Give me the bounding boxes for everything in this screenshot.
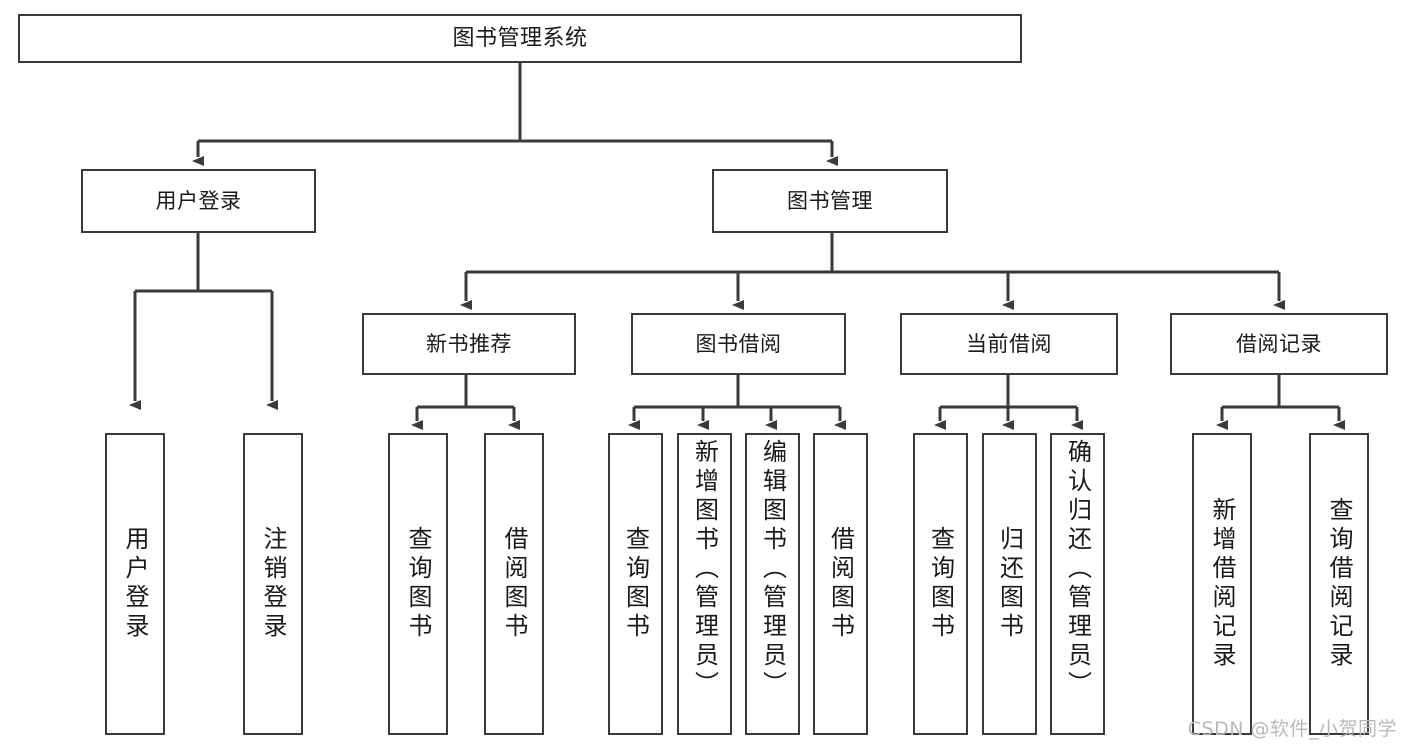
leaf-add-borrow-record[interactable]: 新增借阅记录 (1192, 433, 1252, 735)
node-label: 图书管理系统 (452, 25, 588, 51)
node-label: 查询图书 (621, 526, 650, 642)
node-book-management[interactable]: 图书管理 (712, 169, 948, 233)
watermark-text: CSDN @软件_小贺同学 (1187, 718, 1397, 740)
node-label: 图书管理 (787, 188, 873, 213)
node-label: 借阅记录 (1236, 331, 1322, 356)
leaf-edit-book-admin[interactable]: 编辑图书（管理员） (745, 433, 800, 735)
node-label: 查询图书 (926, 526, 955, 642)
node-label: 借阅图书 (826, 526, 855, 642)
leaf-user-login[interactable]: 用户登录 (105, 433, 165, 735)
node-label: 注销登录 (259, 526, 287, 642)
leaf-query-book-borrow[interactable]: 查询图书 (608, 433, 663, 735)
leaf-confirm-return-admin[interactable]: 确认归还（管理员） (1050, 433, 1105, 735)
node-root-system[interactable]: 图书管理系统 (18, 14, 1022, 63)
node-label: 借阅图书 (500, 526, 528, 642)
node-label: 新增借阅记录 (1208, 497, 1236, 671)
node-label: 确认归还（管理员） (1063, 439, 1092, 700)
node-label: 查询借阅记录 (1325, 497, 1353, 671)
leaf-query-book-current[interactable]: 查询图书 (913, 433, 968, 735)
node-label: 新书推荐 (426, 331, 512, 356)
node-new-book-recommend[interactable]: 新书推荐 (362, 313, 576, 375)
node-label: 用户登录 (155, 188, 242, 213)
node-user-login[interactable]: 用户登录 (81, 169, 316, 233)
node-label: 编辑图书（管理员） (758, 439, 787, 700)
leaf-logout[interactable]: 注销登录 (243, 433, 303, 735)
node-label: 当前借阅 (966, 331, 1052, 356)
leaf-add-book-admin[interactable]: 新增图书（管理员） (677, 433, 732, 735)
leaf-return-book[interactable]: 归还图书 (982, 433, 1037, 735)
leaf-query-book-recommend[interactable]: 查询图书 (388, 433, 448, 735)
node-borrow-record[interactable]: 借阅记录 (1170, 313, 1388, 375)
node-current-borrow[interactable]: 当前借阅 (900, 313, 1118, 375)
node-label: 归还图书 (995, 526, 1024, 642)
leaf-query-borrow-record[interactable]: 查询借阅记录 (1309, 433, 1369, 735)
leaf-borrow-book[interactable]: 借阅图书 (813, 433, 868, 735)
node-label: 图书借阅 (695, 331, 782, 356)
leaf-borrow-book-recommend[interactable]: 借阅图书 (484, 433, 544, 735)
node-label: 用户登录 (121, 526, 149, 642)
node-label: 查询图书 (404, 526, 432, 642)
node-label: 新增图书（管理员） (690, 439, 719, 700)
node-book-borrow[interactable]: 图书借阅 (631, 313, 846, 375)
